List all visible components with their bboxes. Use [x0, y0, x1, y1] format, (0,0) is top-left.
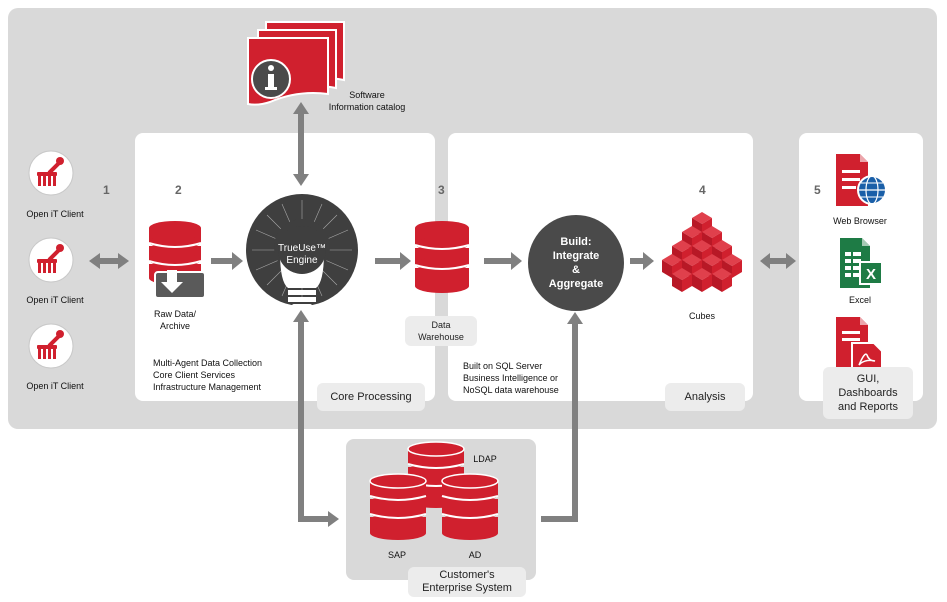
build-label-line2: Integrate: [552, 250, 600, 262]
data-warehouse-tag: Data Warehouse: [405, 316, 477, 346]
client-label: Open iT Client: [26, 295, 84, 305]
cubes-outputs-arrow-head-left: [760, 253, 770, 269]
client-icon: [28, 323, 74, 369]
engine-warehouse-arrow-shaft: [375, 258, 401, 264]
cubes-icon: [662, 212, 742, 292]
engine-enterprise-arrow-head-up: [293, 310, 309, 322]
build-label-line4: Aggregate: [548, 278, 604, 290]
software-catalog-icon: [247, 21, 345, 106]
analysis-tag: Analysis: [665, 383, 745, 411]
engine-label-line2: Engine: [286, 255, 318, 266]
data-warehouse-icon: [414, 221, 470, 293]
enterprise-label-line1: Customer's: [439, 569, 495, 581]
cubes-outputs-arrow-shaft: [768, 258, 788, 264]
catalog-engine-arrow-head-down: [293, 174, 309, 186]
client-label: Open iT Client: [26, 381, 84, 391]
core-processing-tag: Core Processing: [317, 383, 425, 411]
core-service-item: Core Client Services: [153, 370, 236, 380]
gui-label-line3: and Reports: [838, 401, 898, 413]
gui-reports-tag: GUI, Dashboards and Reports: [823, 367, 913, 419]
core-service-item: Infrastructure Management: [153, 382, 262, 392]
enterprise-system-tag: Customer's Enterprise System: [408, 567, 526, 597]
engine-bulb-icon: [246, 194, 358, 309]
engine-enterprise-arrow-vertical: [298, 320, 304, 522]
ad-database-icon: [441, 473, 499, 541]
client-icon: [28, 237, 74, 283]
raw-data-label: Raw Data/ Archive: [140, 308, 210, 332]
clients-raw-arrow-shaft: [98, 258, 120, 264]
data-warehouse-line1: Data: [431, 320, 451, 330]
client-label: Open iT Client: [26, 209, 84, 219]
warehouse-build-arrow-head: [511, 252, 522, 270]
enterprise-build-arrow-head-up: [567, 312, 583, 324]
engine-enterprise-arrow-horizontal: [298, 516, 330, 522]
build-label-line3: &: [572, 264, 580, 276]
build-label-line1: Build:: [560, 236, 592, 248]
excel-letter: X: [866, 266, 876, 283]
engine-label: TrueUse™ Engine: [262, 243, 342, 267]
enterprise-build-arrow-vertical: [572, 322, 578, 522]
clients-raw-arrow-head-left: [89, 253, 100, 269]
web-browser-label: Web Browser: [833, 216, 887, 226]
engine-warehouse-arrow-head: [400, 252, 411, 270]
raw-engine-arrow-head: [232, 252, 243, 270]
raw-data-label-line2: Archive: [159, 321, 190, 331]
gui-label-line1: GUI,: [856, 373, 880, 385]
excel-label: Excel: [848, 295, 871, 305]
step-number: 2: [175, 183, 182, 197]
catalog-engine-arrow-shaft: [298, 112, 304, 176]
sap-database-icon: [369, 473, 427, 541]
engine-enterprise-arrow-head-right: [328, 511, 339, 527]
enterprise-build-arrow-horizontal: [541, 516, 578, 522]
enterprise-label-line2: Enterprise System: [422, 582, 512, 594]
raw-data-icon: [148, 221, 206, 299]
build-cubes-arrow-shaft: [630, 258, 644, 264]
catalog-engine-arrow-head-up: [293, 102, 309, 114]
raw-engine-arrow-shaft: [211, 258, 233, 264]
data-warehouse-line2: Warehouse: [418, 332, 464, 342]
cubes-outputs-arrow-head-right: [786, 253, 796, 269]
core-service-item: Multi-Agent Data Collection: [153, 358, 263, 368]
sap-label: SAP: [387, 550, 406, 560]
catalog-label-line2: Information catalog: [328, 102, 406, 112]
client-icon: [28, 150, 74, 196]
step-number: 5: [814, 183, 821, 197]
engine-label-line1: TrueUse™: [278, 243, 326, 254]
built-on-item: Built on SQL Server: [463, 361, 543, 371]
catalog-label: Software Information catalog: [312, 89, 422, 113]
excel-icon: X: [840, 238, 883, 288]
raw-data-label-line1: Raw Data/: [153, 309, 197, 319]
cubes-label: Cubes: [688, 311, 715, 321]
built-on-item: NoSQL data warehouse: [463, 385, 559, 395]
step-number: 3: [438, 183, 445, 197]
warehouse-build-arrow-shaft: [484, 258, 512, 264]
core-services-list: Multi-Agent Data Collection Core Client …: [153, 357, 262, 393]
ldap-label: LDAP: [473, 454, 497, 464]
step-number: 4: [699, 183, 706, 197]
web-browser-icon: [836, 154, 887, 206]
clients-raw-arrow-head-right: [118, 253, 129, 269]
built-on-item: Business Intelligence or: [463, 373, 559, 383]
gui-label-line2: Dashboards: [838, 387, 898, 399]
build-cubes-arrow-head: [643, 252, 654, 270]
step-number: 1: [103, 183, 110, 197]
ad-label: AD: [468, 550, 482, 560]
built-on-list: Built on SQL Server Business Intelligenc…: [463, 360, 559, 396]
build-circle: Build: Integrate & Aggregate: [528, 215, 624, 311]
catalog-label-line1: Software: [349, 90, 385, 100]
pdf-reports-icon: [836, 317, 883, 371]
